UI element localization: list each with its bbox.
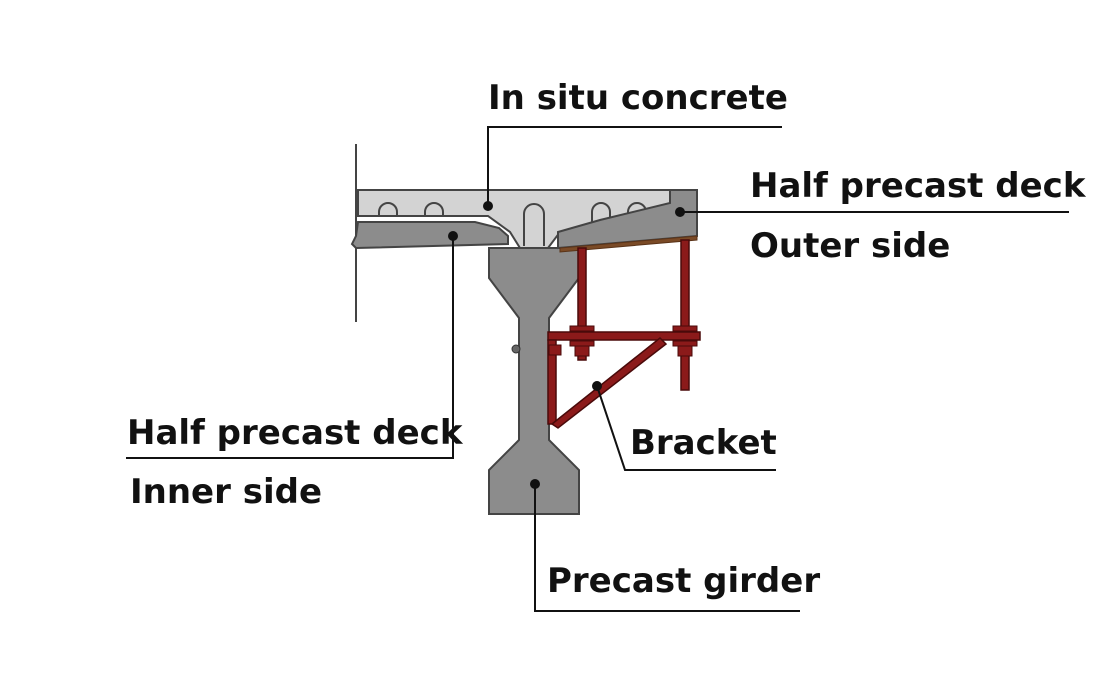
label-bracket: Bracket — [630, 423, 777, 463]
leader-lines — [126, 126, 1069, 612]
label-inner-side: Inner side — [130, 472, 322, 512]
anchor-bolt — [511, 344, 562, 356]
label-precast-girder: Precast girder — [547, 561, 820, 601]
bracket — [547, 239, 701, 429]
timber-formwork — [559, 235, 698, 253]
label-in-situ-concrete: In situ concrete — [488, 78, 788, 118]
leader-precast-girder — [534, 484, 800, 612]
label-half-precast-deck-inner: Half precast deck — [127, 413, 464, 453]
leader-dots — [448, 201, 685, 489]
precast-girder — [488, 247, 580, 515]
bracket-clamps — [569, 325, 698, 357]
leader-half-precast-inner — [126, 236, 454, 459]
half-precast-deck-inner — [350, 221, 509, 250]
rebar-loops — [378, 202, 647, 246]
leader-in-situ-concrete — [487, 126, 782, 206]
leader-bracket — [596, 385, 776, 471]
label-outer-side: Outer side — [750, 226, 950, 266]
label-half-precast-deck-outer: Half precast deck — [750, 166, 1087, 206]
